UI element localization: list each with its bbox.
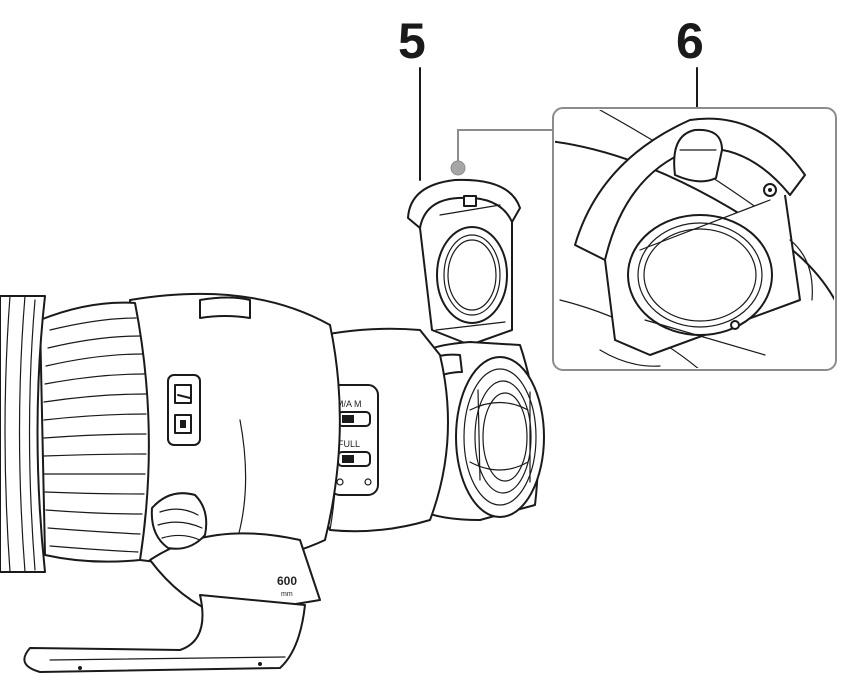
focus-ring <box>39 301 150 563</box>
step-number-6: 6 <box>676 13 704 69</box>
inset-connector <box>457 129 553 168</box>
step-number-5: 5 <box>398 13 426 69</box>
collar-lock-knob <box>150 492 208 550</box>
focal-length-mark: 600 <box>277 574 297 588</box>
switch-focus-label: FULL <box>338 439 360 449</box>
detail-inset <box>457 107 837 371</box>
callout-dot-icon <box>450 160 466 176</box>
telephoto-lens: M/A M FULL <box>0 292 545 673</box>
focus-ring-ribs <box>43 317 147 553</box>
drop-in-filter-holder <box>407 160 521 346</box>
tripod-foot <box>23 594 306 673</box>
focal-unit-mark: mm <box>281 591 293 598</box>
switch-range-label: M/A M <box>336 399 362 409</box>
